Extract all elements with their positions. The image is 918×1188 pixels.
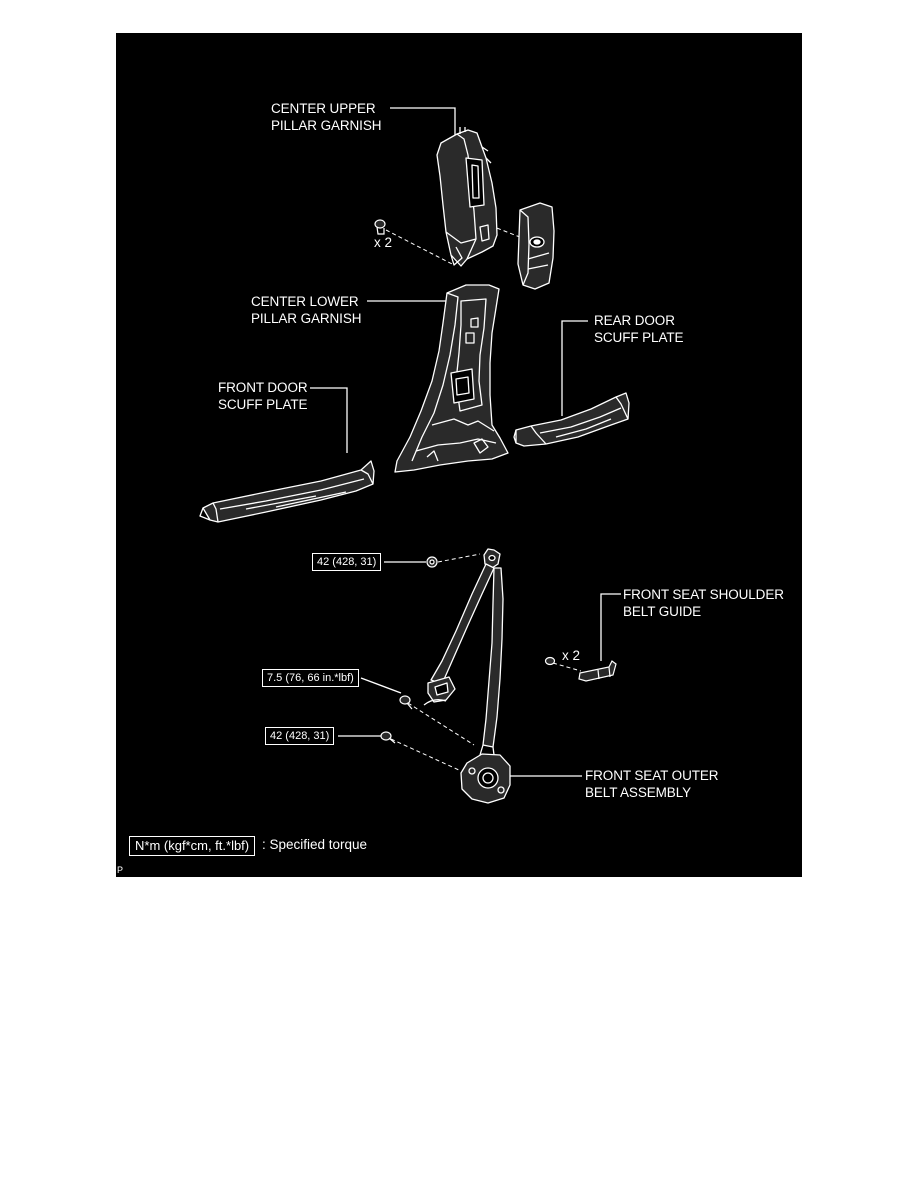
leader-front-door <box>310 387 348 453</box>
label-front-seat-outer-belt-assembly: FRONT SEAT OUTER BELT ASSEMBLY <box>585 768 719 800</box>
torque-box-retractor-bolt: 42 (428, 31) <box>265 727 335 745</box>
legend-specified-torque: : Specified torque <box>262 837 368 852</box>
dash-clip-upper <box>385 229 455 266</box>
label-front-seat-shoulder-belt-guide: FRONT SEAT SHOULDER BELT GUIDE <box>623 587 784 619</box>
dash-anchor <box>437 553 481 563</box>
middle-bolt <box>399 695 413 710</box>
torque-box-anchor: 42 (428, 31) <box>312 553 382 571</box>
label-center-lower-pillar-garnish: CENTER LOWER PILLAR GARNISH <box>251 294 362 326</box>
pillar-cover-part <box>517 202 555 290</box>
qty-guide-bolts: x 2 <box>562 648 581 663</box>
leader-torque-middle <box>360 677 402 694</box>
front-door-scuff-plate-part <box>199 460 375 523</box>
dash-middle-bolt <box>407 702 475 746</box>
leader-rear-door <box>561 320 588 416</box>
qty-upper-clips: x 2 <box>374 235 393 250</box>
center-upper-pillar-garnish-part <box>436 127 498 267</box>
dash-retractor-bolt <box>390 738 462 772</box>
diagram-panel: CENTER UPPER PILLAR GARNISH CENTER LOWER… <box>116 33 802 877</box>
upper-garnish-clip <box>374 219 386 235</box>
front-seat-outer-belt-part <box>423 548 511 804</box>
label-front-door-scuff-plate: FRONT DOOR SCUFF PLATE <box>218 380 308 412</box>
leader-lines <box>310 107 621 777</box>
leader-shoulder-guide <box>600 593 621 661</box>
anchor-nut <box>426 556 438 568</box>
leader-center-upper <box>390 107 456 139</box>
label-center-upper-pillar-garnish: CENTER UPPER PILLAR GARNISH <box>271 101 382 133</box>
corner-mark: P <box>117 865 124 875</box>
retractor-bolt <box>380 731 396 744</box>
exploded-view-drawing <box>199 107 630 804</box>
shoulder-belt-guide-part <box>544 656 617 682</box>
rear-door-scuff-plate-part <box>513 392 630 447</box>
dash-guide-bolt <box>552 662 582 672</box>
label-rear-door-scuff-plate: REAR DOOR SCUFF PLATE <box>594 313 684 345</box>
torque-box-middle-bolt: 7.5 (76, 66 in.*lbf) <box>262 669 359 687</box>
legend-torque-units: N*m (kgf*cm, ft.*lbf) <box>129 836 256 856</box>
center-lower-pillar-garnish-part <box>394 284 509 473</box>
